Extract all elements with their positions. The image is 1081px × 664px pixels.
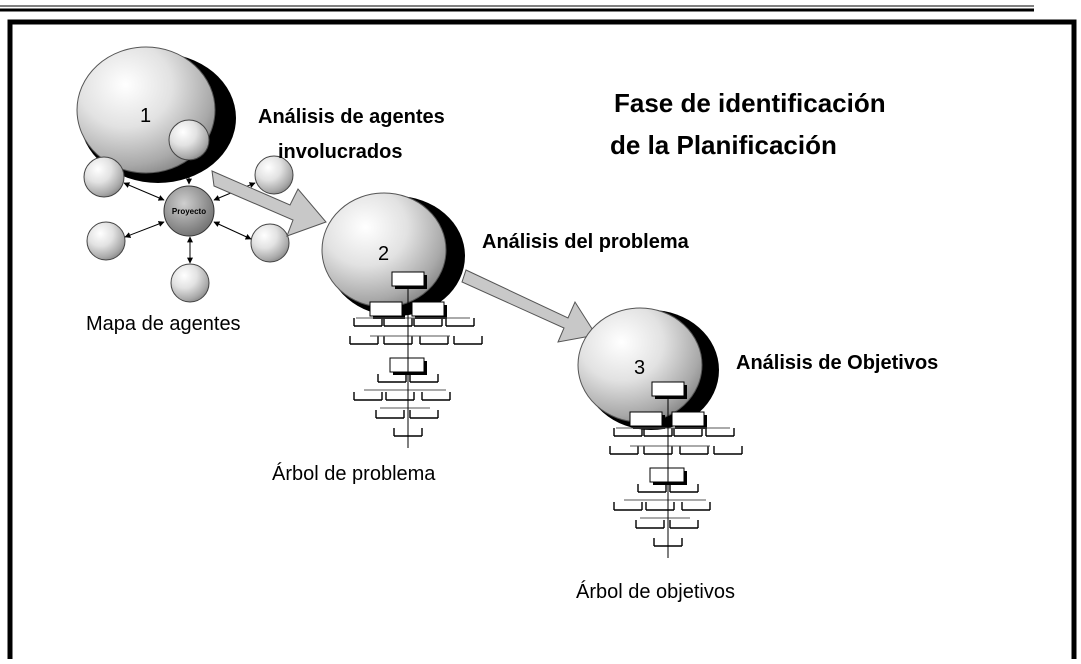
tree-bracket (635, 520, 665, 529)
step-1-label-line-2: involucrados (278, 141, 402, 163)
tree-bracket (383, 318, 413, 327)
step-2-caption: Árbol de problema (272, 462, 436, 485)
tree-node (649, 467, 685, 483)
tree-node (651, 381, 685, 397)
satellite-ball (83, 156, 125, 198)
step-1-group: 1 Proyecto Análisis de agentes involucra… (76, 46, 445, 335)
tree-bracket (445, 318, 475, 327)
tree-bracket (643, 446, 673, 455)
satellite-ball (170, 263, 210, 303)
tree-bracket (681, 502, 711, 511)
flow-arrow-1 (211, 170, 327, 237)
tree-node (389, 357, 425, 373)
tree-bracket (673, 428, 703, 437)
satellite-ball (254, 155, 294, 195)
satellite-balls (83, 119, 294, 303)
tree-bracket (353, 318, 383, 327)
tree-node (369, 301, 403, 317)
tree-bracket (353, 392, 383, 401)
step-3-label: Análisis de Objetivos (736, 352, 938, 374)
page-frame (7, 19, 1077, 664)
tree-node (411, 301, 445, 317)
tree-bracket (669, 484, 699, 493)
problem-tree (349, 271, 483, 448)
satellite-ball (168, 119, 210, 161)
tree-bracket (453, 336, 483, 345)
step-1-label-line-1: Análisis de agentes (258, 106, 445, 128)
connector-arrow (213, 221, 252, 240)
tree-bracket (613, 502, 643, 511)
step-3-group: 3 Análisis de Objetivos Árbol de objetiv… (576, 307, 938, 603)
tree-bracket (419, 336, 449, 345)
step-3-number: 3 (634, 357, 645, 379)
title-line-1: Fase de identificación (614, 88, 886, 118)
hub-connectors (123, 160, 256, 264)
tree-bracket (637, 484, 667, 493)
tree-bracket (645, 502, 675, 511)
tree-bracket (383, 336, 413, 345)
tree-bracket (609, 446, 639, 455)
step-2-label: Análisis del problema (482, 231, 690, 253)
step-2-number: 2 (378, 243, 389, 265)
step-1-caption: Mapa de agentes (86, 313, 241, 335)
step-1-number: 1 (140, 105, 151, 127)
tree-bracket (413, 318, 443, 327)
tree-bracket (669, 520, 699, 529)
tree-bracket (705, 428, 735, 437)
satellite-ball (86, 221, 126, 261)
tree-bracket (421, 392, 451, 401)
tree-bracket (377, 374, 407, 383)
tree-bracket (375, 410, 405, 419)
tree-bracket (409, 410, 439, 419)
tree-bracket (349, 336, 379, 345)
title-line-2: de la Planificación (610, 130, 837, 160)
tree-bracket (613, 428, 643, 437)
tree-bracket (409, 374, 439, 383)
tree-node (671, 411, 705, 427)
tree-bracket (643, 428, 673, 437)
flow-arrow-2 (461, 269, 597, 343)
tree-node (391, 271, 425, 287)
connector-arrow (124, 221, 165, 238)
tree-bracket (679, 446, 709, 455)
connector-arrow (123, 182, 165, 201)
satellite-ball (250, 223, 290, 263)
tree-bracket (385, 392, 415, 401)
tree-bracket (713, 446, 743, 455)
objectives-tree (609, 381, 743, 558)
step-2-group: 2 Análisis del problema Árbol de problem… (272, 192, 690, 485)
project-hub (163, 185, 215, 237)
tree-node (629, 411, 663, 427)
project-hub-label: Proyecto (172, 207, 206, 216)
step-3-caption: Árbol de objetivos (576, 580, 735, 603)
